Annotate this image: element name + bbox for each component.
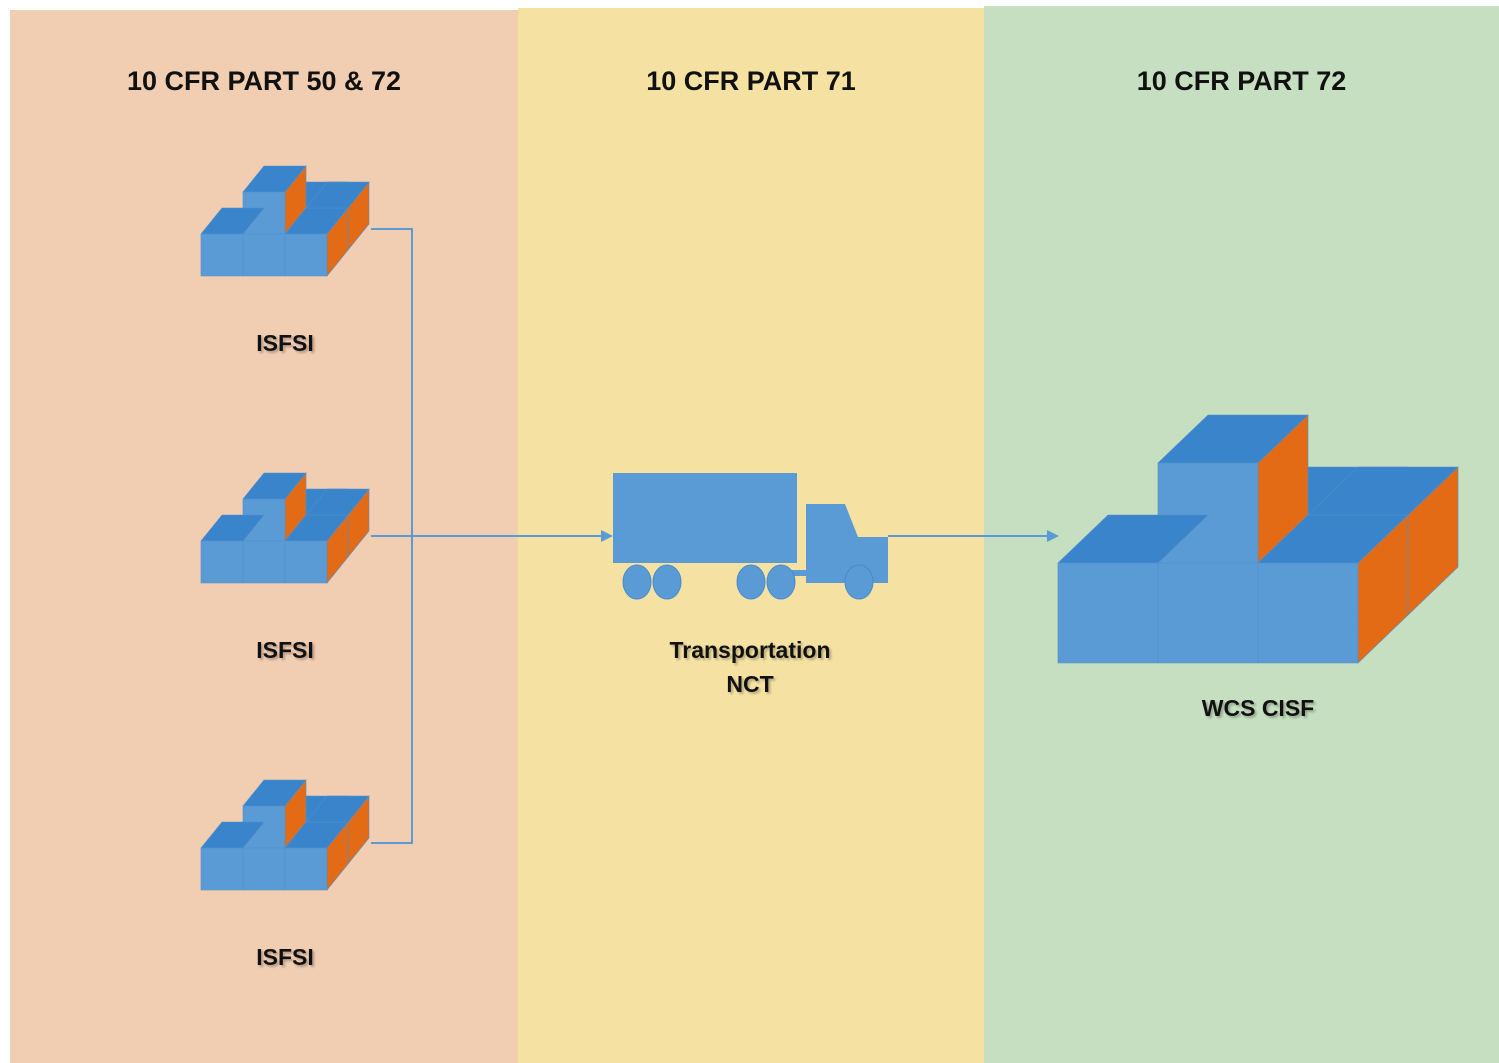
isfsi-label: ISFSI bbox=[256, 637, 314, 663]
block-top-face bbox=[305, 795, 370, 823]
block-front-face bbox=[1157, 562, 1259, 664]
block-front-face bbox=[284, 540, 328, 584]
block-front-face bbox=[1257, 562, 1359, 664]
block-top-face bbox=[1307, 466, 1459, 516]
connector-lines bbox=[371, 228, 1059, 844]
transport-label-line-1: Transportation bbox=[669, 637, 831, 663]
block-top-face bbox=[305, 488, 370, 516]
stacked-cask-blocks-icon bbox=[200, 472, 370, 584]
transport-label-line-2: NCT bbox=[726, 671, 774, 697]
block-front-face bbox=[284, 233, 328, 277]
block-front-face bbox=[200, 847, 244, 891]
stacked-cask-blocks-icon bbox=[200, 165, 370, 277]
truck-icon bbox=[613, 473, 888, 600]
block-front-face bbox=[200, 540, 244, 584]
isfsi-label: ISFSI bbox=[256, 330, 314, 356]
cisf-label: WCS CISF bbox=[1201, 695, 1315, 721]
block-front-face bbox=[200, 233, 244, 277]
block-top-face bbox=[305, 181, 370, 209]
stacked-cask-blocks-icon bbox=[200, 779, 370, 891]
heading-part-71: 10 CFR PART 71 bbox=[646, 66, 856, 96]
transport-label: Transportation NCT bbox=[640, 633, 860, 701]
stacked-cask-blocks-icon bbox=[1057, 414, 1459, 664]
block-front-face bbox=[284, 847, 328, 891]
heading-part-72: 10 CFR PART 72 bbox=[1136, 66, 1347, 96]
heading-part-50-72: 10 CFR PART 50 & 72 bbox=[126, 66, 402, 96]
block-front-face bbox=[242, 540, 286, 584]
block-front-face bbox=[242, 847, 286, 891]
block-front-face bbox=[242, 233, 286, 277]
isfsi-label: ISFSI bbox=[256, 944, 314, 970]
block-front-face bbox=[1057, 562, 1159, 664]
